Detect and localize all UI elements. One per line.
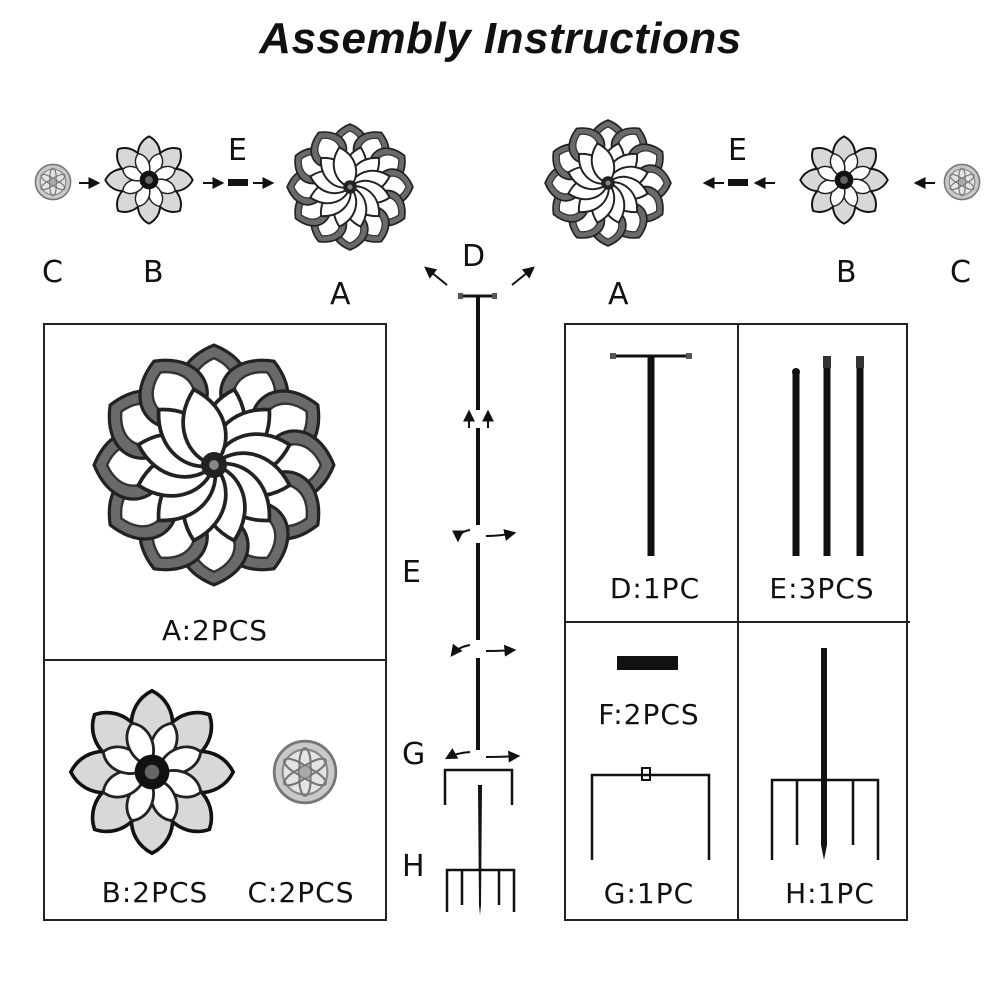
part-d-top-pole-icon [610, 353, 692, 556]
label-b-left: B [143, 255, 164, 290]
connector-e-right-icon [728, 179, 748, 186]
label-d-top: D [462, 239, 486, 274]
label-e-left: E [228, 133, 247, 168]
label-e-stack: E [402, 555, 421, 590]
big-flower-a-right-icon [545, 120, 672, 247]
big-flower-a-left-icon [287, 124, 414, 251]
part-f-connector-icon [617, 656, 678, 670]
label-a-right: A [608, 277, 629, 312]
label-c-left: C [42, 255, 63, 290]
label-g-stack: G [402, 737, 426, 772]
caption-d: D:1PC [609, 572, 701, 605]
small-flower-b-right-icon [800, 136, 887, 223]
connector-e-left-icon [228, 179, 248, 186]
caption-h: H:1PC [785, 877, 875, 910]
part-h-stake-icon [770, 648, 880, 860]
part-c-cap-icon [272, 739, 338, 805]
label-a-left: A [330, 277, 351, 312]
label-c-right: C [950, 255, 971, 290]
caption-a: A:2PCS [161, 614, 269, 647]
panel-parts-bc [43, 659, 387, 921]
caption-e: E:3PCS [769, 572, 875, 605]
caption-b: B:2PCS [101, 876, 209, 909]
small-flower-b-left-icon [105, 136, 192, 223]
page-title: Assembly Instructions [259, 14, 742, 63]
part-e-poles-icon [792, 356, 864, 556]
cap-c-right-icon [943, 163, 981, 201]
cap-c-left-icon [34, 163, 72, 201]
part-a-flower-icon [93, 344, 335, 586]
part-g-bracket-icon [590, 767, 711, 860]
caption-c: C:2PCS [247, 876, 355, 909]
caption-f: F:2PCS [598, 698, 700, 731]
label-e-right: E [728, 133, 747, 168]
label-b-right: B [836, 255, 857, 290]
caption-g: G:1PC [603, 877, 695, 910]
label-h-stack: H [402, 849, 425, 884]
assembled-pole-icon [443, 293, 521, 915]
part-b-flower-icon [71, 691, 233, 853]
